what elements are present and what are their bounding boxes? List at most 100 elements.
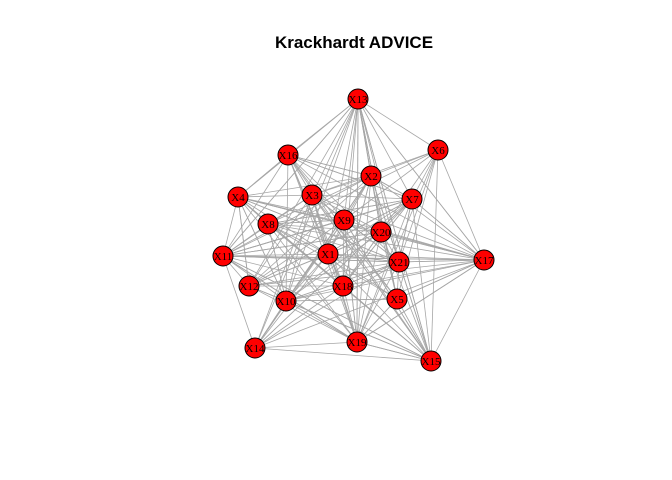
node-x9: X9 (333, 209, 355, 231)
node-circle (277, 144, 299, 166)
edge-x9-x6 (343, 149, 439, 221)
edge-x19-x21 (356, 261, 400, 343)
node-circle (332, 275, 354, 297)
edge-x15-x7 (411, 198, 432, 362)
edge-x17-x16 (287, 154, 485, 261)
edge-x19-x2 (356, 175, 372, 343)
edge-x20-x10 (285, 231, 382, 302)
edge-x21-x11 (222, 255, 400, 263)
edge-x17-x10 (285, 259, 485, 302)
node-circle (473, 249, 495, 271)
edge-x9-x12 (248, 219, 345, 287)
edge-x13-x11 (222, 98, 359, 257)
edge-x15-x5 (396, 298, 432, 362)
edge-x7-x1 (327, 198, 413, 255)
node-circle (333, 209, 355, 231)
edge-x19-x8 (267, 223, 358, 343)
node-label: X16 (279, 150, 298, 162)
edge-x13-x16 (287, 98, 359, 156)
edge-x1-x4 (237, 196, 329, 255)
edge-x13-x1 (327, 98, 359, 255)
edge-x20-x17 (380, 231, 485, 261)
edge-x16-x21 (287, 154, 400, 263)
node-x8: X8 (257, 213, 279, 235)
edge-x17-x6 (437, 149, 485, 261)
node-circle (227, 186, 249, 208)
edge-x11-x1 (222, 253, 329, 257)
edge-x15-x6 (430, 149, 439, 362)
edge-x20-x13 (357, 98, 382, 233)
node-circle (317, 243, 339, 265)
edge-x14-x18 (254, 285, 344, 349)
edge-x17-x4 (237, 196, 485, 261)
edge-x11-x2 (222, 175, 372, 257)
edge-x11-x14 (222, 255, 256, 349)
edge-x15-x3 (311, 194, 432, 362)
node-x20: X20 (370, 221, 392, 243)
edge-x17-x14 (254, 259, 485, 349)
node-label: X10 (277, 296, 296, 308)
node-label: X7 (405, 194, 419, 206)
node-circle (401, 188, 423, 210)
node-x5: X5 (386, 288, 408, 310)
node-x19: X19 (346, 331, 368, 353)
node-x16: X16 (277, 144, 299, 166)
node-label: X21 (390, 257, 409, 269)
edge-x18-x7 (342, 198, 413, 287)
edge-x16-x2 (287, 154, 372, 177)
edge-x19-x7 (356, 198, 413, 343)
edge-x17-x8 (267, 223, 485, 261)
node-x17: X17 (473, 249, 495, 271)
edge-x19-x4 (237, 196, 358, 343)
node-x10: X10 (275, 290, 297, 312)
node-label: X15 (422, 356, 441, 368)
node-label: X19 (348, 337, 367, 349)
node-label: X8 (261, 219, 275, 231)
node-label: X3 (305, 190, 319, 202)
edge-x19-x20 (356, 231, 382, 343)
edge-x21-x2 (370, 175, 400, 263)
node-x21: X21 (388, 251, 410, 273)
edge-x13-x6 (357, 98, 439, 151)
edge-x19-x14 (254, 341, 358, 349)
node-x18: X18 (332, 275, 354, 297)
edge-x17-x11 (222, 255, 485, 261)
edge-x13-x3 (311, 98, 359, 196)
edge-x13-x14 (254, 98, 359, 349)
edge-x10-x16 (285, 154, 289, 302)
node-circle (370, 221, 392, 243)
edge-x21-x17 (398, 259, 485, 263)
edge-x19-x15 (356, 341, 432, 362)
edge-x16-x4 (237, 154, 289, 198)
node-x13: X13 (347, 88, 369, 110)
node-circle (427, 139, 449, 161)
edge-x11-x6 (222, 149, 439, 257)
edge-x20-x4 (237, 196, 382, 233)
node-circle (386, 288, 408, 310)
edge-x19-x10 (285, 300, 358, 343)
edge-x13-x7 (357, 98, 413, 200)
edge-x11-x18 (222, 255, 344, 287)
edge-x17-x2 (370, 175, 485, 261)
node-circle (360, 165, 382, 187)
node-label: X1 (321, 249, 334, 261)
edge-x15-x21 (398, 261, 432, 362)
node-circle (238, 275, 260, 297)
edge-x15-x1 (327, 253, 432, 362)
edge-x19-x12 (248, 285, 358, 343)
edge-x3-x10 (285, 194, 313, 302)
node-x4: X4 (227, 186, 249, 208)
node-label: X11 (214, 251, 233, 263)
edge-x10-x1 (285, 253, 329, 302)
node-label: X9 (337, 215, 351, 227)
node-circle (420, 350, 442, 372)
edge-x15-x11 (222, 255, 432, 362)
edge-x20-x11 (222, 231, 382, 257)
edge-x15-x14 (254, 347, 432, 362)
node-circle (301, 184, 323, 206)
node-x11: X11 (212, 245, 234, 267)
edge-x21-x1 (327, 253, 400, 263)
edge-x21-x4 (237, 196, 400, 263)
